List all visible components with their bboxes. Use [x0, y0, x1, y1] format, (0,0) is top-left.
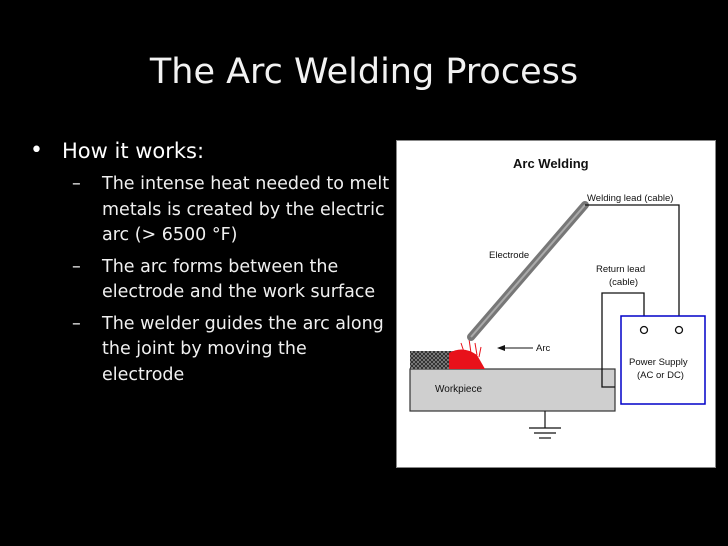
subbullet-text: The arc forms between the electrode and … — [102, 256, 376, 303]
arc-label: Arc — [536, 343, 551, 354]
power-supply-label-2: (AC or DC) — [637, 370, 684, 381]
electrode-label: Electrode — [489, 250, 529, 261]
power-supply-box — [620, 315, 706, 405]
welding-lead-label: Welding lead (cable) — [587, 193, 673, 204]
weld-bead — [410, 351, 460, 369]
subbullet-text: The welder guides the arc along the join… — [102, 313, 384, 385]
subbullet-heat: – The intense heat needed to melt metals… — [72, 172, 390, 249]
weld-pool — [449, 349, 485, 369]
bullet-dot-icon: • — [30, 138, 43, 163]
welding-lead-cable — [585, 204, 680, 323]
power-supply-label-1: Power Supply — [629, 357, 688, 368]
diagram-title: Arc Welding — [513, 156, 589, 171]
dash-icon: – — [72, 256, 81, 277]
electrode-highlight — [470, 204, 586, 338]
workpiece-block — [409, 368, 616, 412]
dash-icon: – — [72, 313, 81, 334]
bullet-list: • How it works: – The intense heat neede… — [30, 136, 390, 394]
arc-welding-diagram: Arc Welding Workpiece Electrode Arc Weld… — [396, 140, 716, 468]
bullet-how-it-works: • How it works: — [30, 136, 390, 166]
arc-sparks-icon — [460, 338, 482, 358]
arc-arrowhead-icon — [497, 345, 505, 351]
slide-title: The Arc Welding Process — [149, 52, 579, 92]
dash-icon: – — [72, 174, 81, 194]
workpiece-label: Workpiece — [435, 384, 482, 395]
return-lead-label-1: Return lead — [596, 264, 645, 275]
return-lead-cable — [601, 292, 645, 388]
subbullet-list: – The intense heat needed to melt metals… — [30, 172, 390, 388]
return-lead-label-2: (cable) — [609, 277, 638, 288]
terminal-negative-icon — [639, 325, 649, 335]
subbullet-arc-forms: – The arc forms between the electrode an… — [72, 255, 390, 306]
subbullet-text: The intense heat needed to melt metals i… — [102, 174, 390, 245]
terminal-positive-icon — [674, 325, 684, 335]
diagram-canvas: Arc Welding Workpiece Electrode Arc Weld… — [409, 156, 706, 439]
bullet-label: How it works: — [62, 139, 205, 163]
subbullet-welder-guides: – The welder guides the arc along the jo… — [72, 312, 390, 389]
